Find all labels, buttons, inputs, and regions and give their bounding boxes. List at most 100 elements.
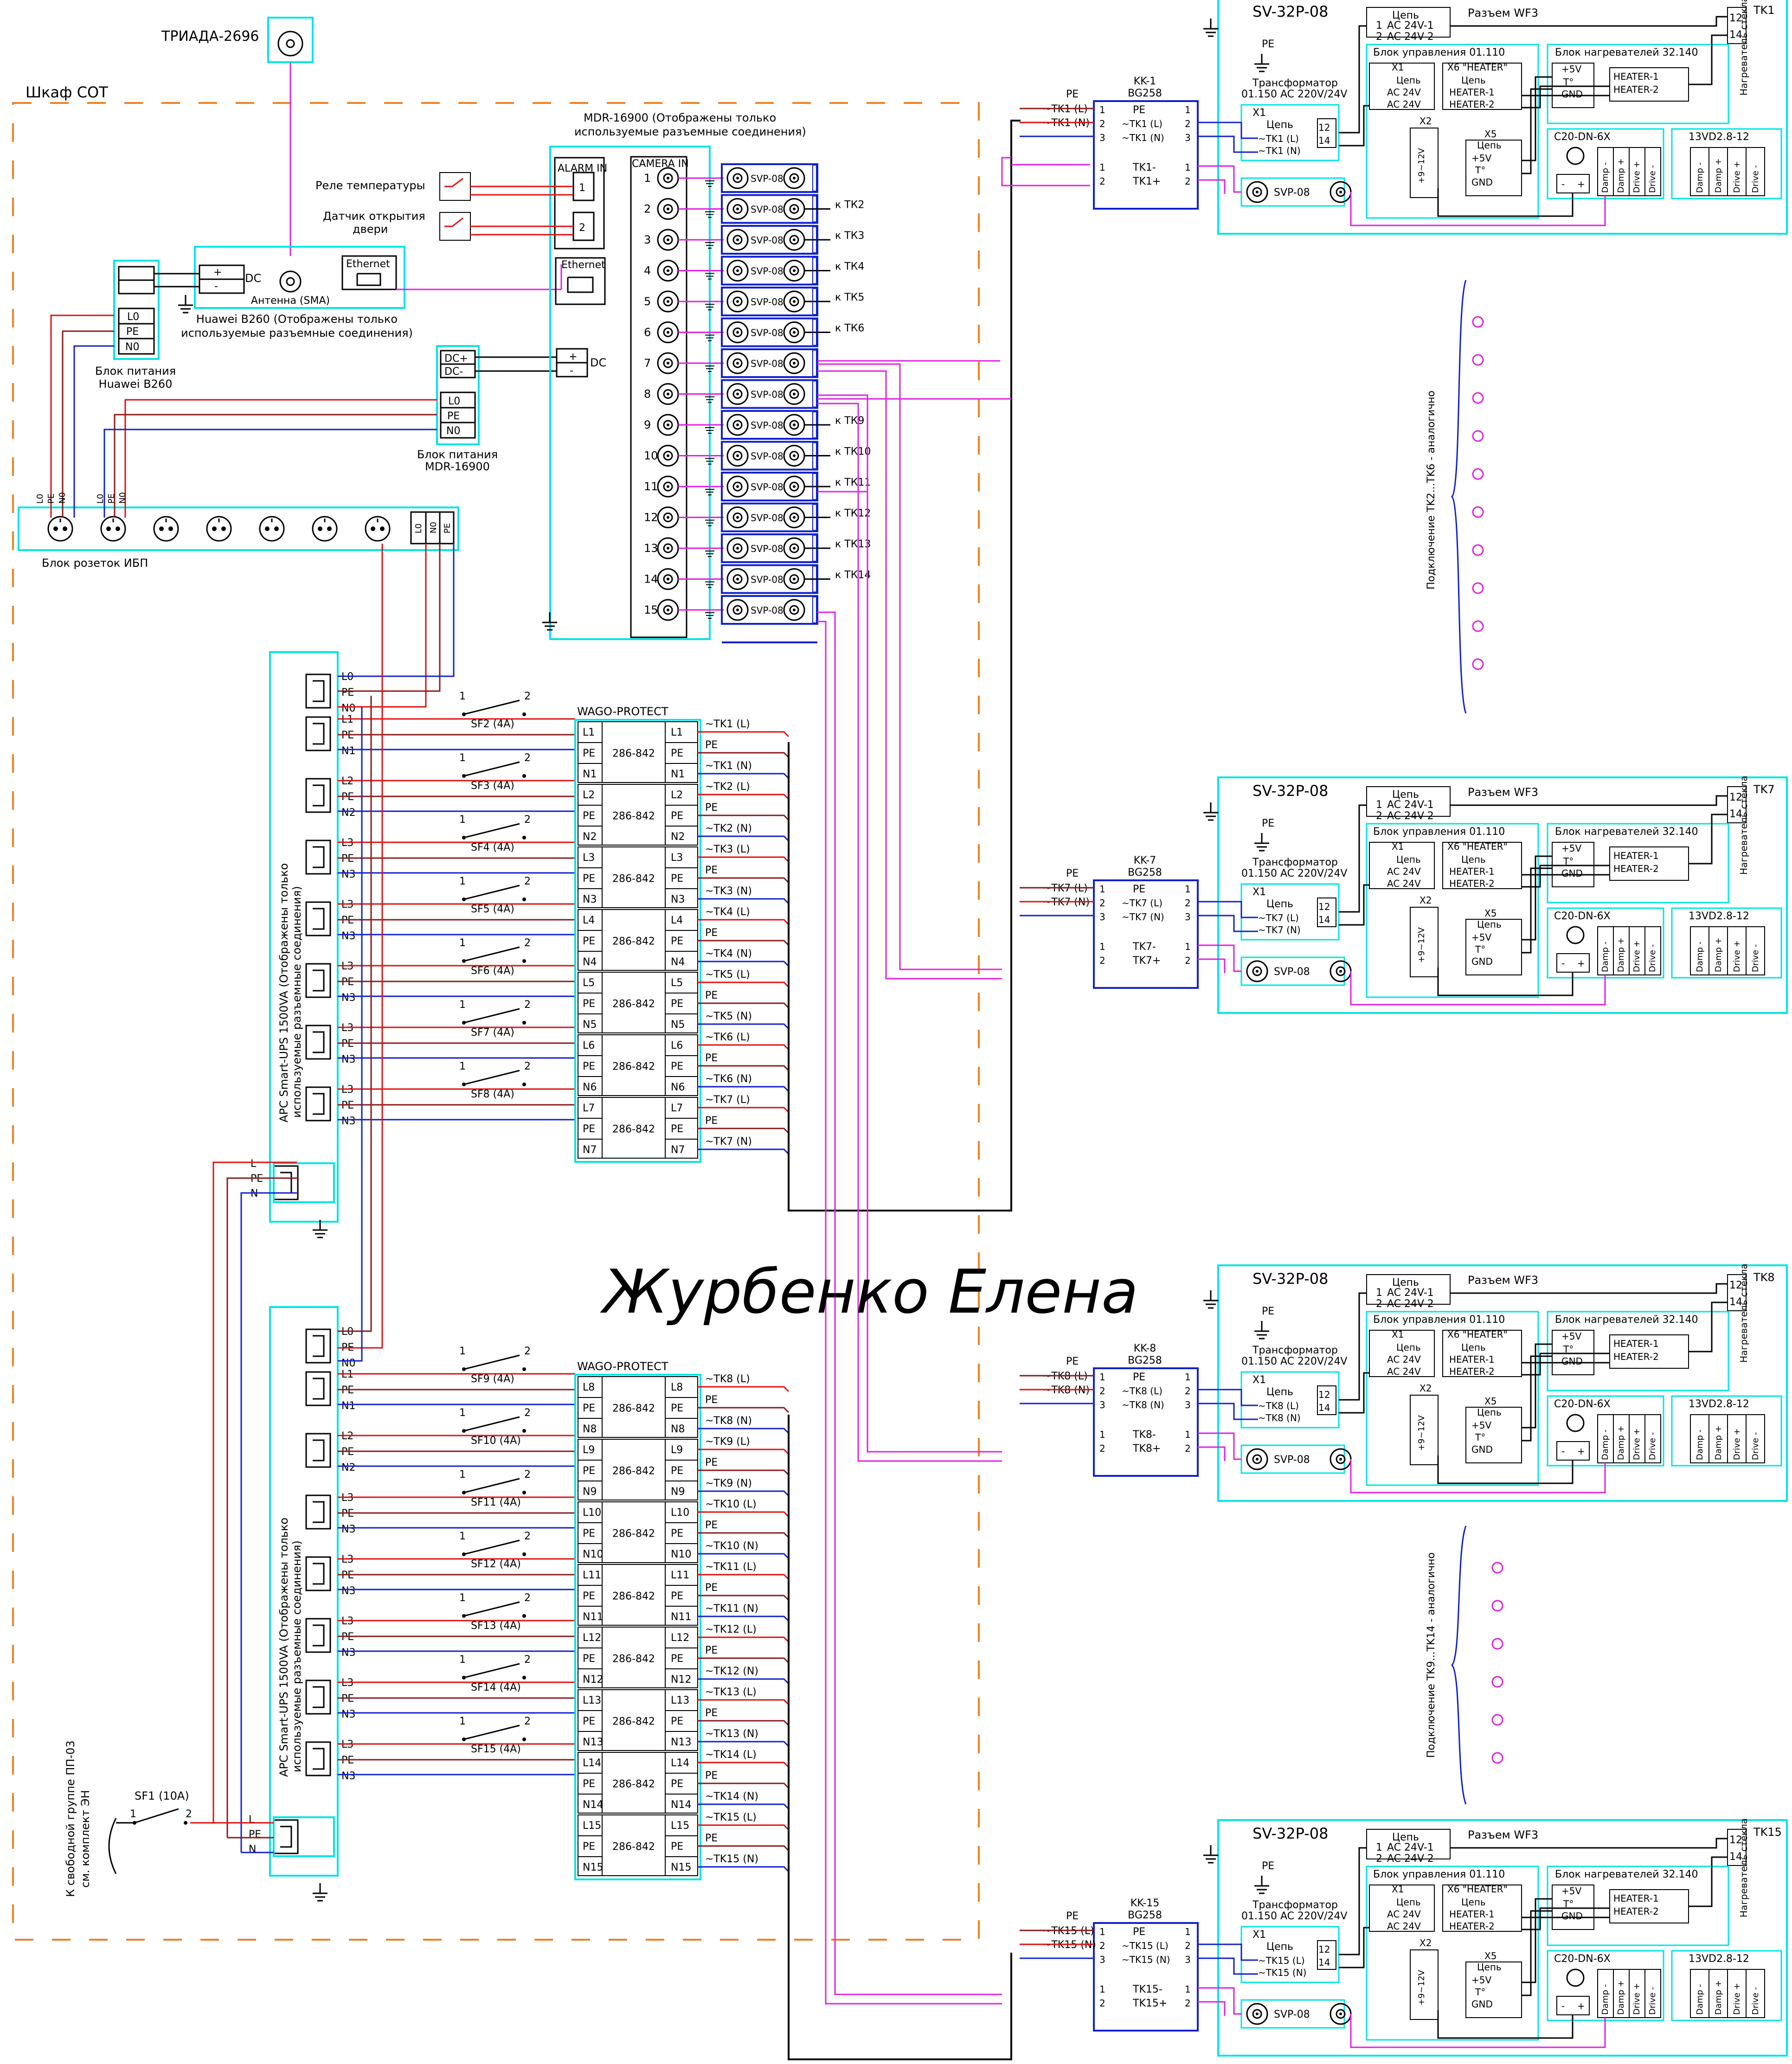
to-tk-label: к ТК10 xyxy=(835,446,871,458)
socket-icon xyxy=(365,516,391,542)
bnc-connector-icon xyxy=(667,577,669,581)
label: L5 xyxy=(583,977,595,989)
label: BG258 xyxy=(1128,1910,1162,1921)
label: X6 "HEATER" xyxy=(1447,62,1508,73)
label: 12 xyxy=(1318,122,1330,133)
wire xyxy=(1198,944,1241,972)
wire xyxy=(698,1574,790,1580)
label: N7 xyxy=(583,1144,597,1156)
dot-icon xyxy=(1491,1562,1503,1574)
label: 1 xyxy=(1099,162,1105,173)
label: PE xyxy=(671,810,683,822)
relay-contact-icon xyxy=(439,172,471,201)
breaker-icon xyxy=(463,1601,520,1617)
label: Цепь xyxy=(1392,10,1419,21)
label: AC 24V-1 xyxy=(1387,1842,1434,1853)
bnc-connector-icon xyxy=(736,269,739,272)
wire xyxy=(698,898,790,904)
tk-name: TK1 xyxy=(1753,4,1775,17)
label: PE xyxy=(583,1465,595,1477)
wire xyxy=(1689,814,1728,865)
bnc-connector-icon xyxy=(1256,2013,1259,2015)
label: PE xyxy=(671,873,683,885)
label: Damp + xyxy=(1714,158,1723,193)
wire xyxy=(698,856,790,863)
label: +9~12V xyxy=(1417,1969,1426,2006)
bnc-connector-icon xyxy=(726,568,749,590)
x6-terminal xyxy=(1442,63,1522,110)
svp-label: SVP-08 xyxy=(751,266,784,277)
wire xyxy=(698,794,790,800)
label: ~TK13 (L) xyxy=(705,1686,757,1698)
label: PE xyxy=(341,687,354,699)
label: 1 xyxy=(1185,1372,1191,1383)
bnc-connector-icon xyxy=(1339,2013,1342,2015)
bnc-connector-icon xyxy=(732,235,743,245)
psu-ac-terminal xyxy=(440,391,476,439)
x5-terminal xyxy=(1465,140,1522,196)
label: X2 xyxy=(1419,115,1432,127)
bnc-connector-icon xyxy=(789,173,799,183)
svp-block xyxy=(721,348,818,378)
svp-label: SVP-08 xyxy=(751,327,784,339)
label: GND xyxy=(1471,177,1493,188)
label: PE xyxy=(583,936,595,947)
label: HEATER-1 xyxy=(1449,1354,1495,1365)
wire xyxy=(698,1449,790,1455)
outlet-icon xyxy=(313,908,325,930)
wire xyxy=(817,611,1002,1995)
breaker-icon xyxy=(463,1008,520,1024)
wire xyxy=(698,919,790,925)
kk-block xyxy=(1093,1922,1199,2032)
label: N4 xyxy=(583,956,597,968)
dot-icon xyxy=(1472,392,1484,404)
label: PE xyxy=(705,1052,718,1064)
label: GND xyxy=(1471,956,1493,967)
bnc-connector-icon xyxy=(726,167,749,189)
socket-icon xyxy=(212,526,217,531)
label: ~TK7 (L) xyxy=(705,1094,750,1106)
wire xyxy=(1198,135,1258,153)
breaker-icon xyxy=(463,699,520,715)
bnc-connector-icon xyxy=(793,177,796,179)
dot-icon xyxy=(1472,468,1484,480)
channel-number: 8 xyxy=(644,388,651,401)
to-tk-label: к ТК11 xyxy=(835,477,871,488)
label: Нагреватель стекла xyxy=(1738,0,1749,96)
socket-icon xyxy=(53,526,58,531)
dot-icon xyxy=(1491,1600,1503,1612)
bnc-connector-icon xyxy=(736,177,739,179)
wire xyxy=(698,1636,790,1643)
to-tk-label: к ТК5 xyxy=(835,292,864,303)
wf3-terminal xyxy=(1366,1274,1451,1305)
antenna-icon xyxy=(279,270,302,293)
wire xyxy=(1198,2001,1226,2016)
label: APC Smart-UPS 1500VA (Отображены только xyxy=(277,863,290,1122)
wire xyxy=(124,399,437,518)
mdr-ethernet-port xyxy=(555,257,606,305)
label: 1 xyxy=(459,691,466,702)
bnc-connector-icon xyxy=(667,423,669,426)
label: Damp - xyxy=(1600,1429,1610,1460)
outlet-icon xyxy=(313,680,325,702)
tk-housing xyxy=(1217,1819,1788,2057)
wire xyxy=(1522,867,1552,954)
label: 1 xyxy=(1099,941,1105,952)
label: 1 xyxy=(1376,1842,1382,1853)
label: + xyxy=(569,351,577,363)
label: GND xyxy=(1561,1910,1583,1922)
label: PE xyxy=(583,1528,595,1539)
label: N3 xyxy=(341,1585,355,1597)
bnc-connector-icon xyxy=(1336,1454,1346,1464)
label: L11 xyxy=(671,1570,689,1581)
label: HEATER-2 xyxy=(1449,1921,1495,1932)
label: ~TK1 (N) xyxy=(1122,132,1164,143)
